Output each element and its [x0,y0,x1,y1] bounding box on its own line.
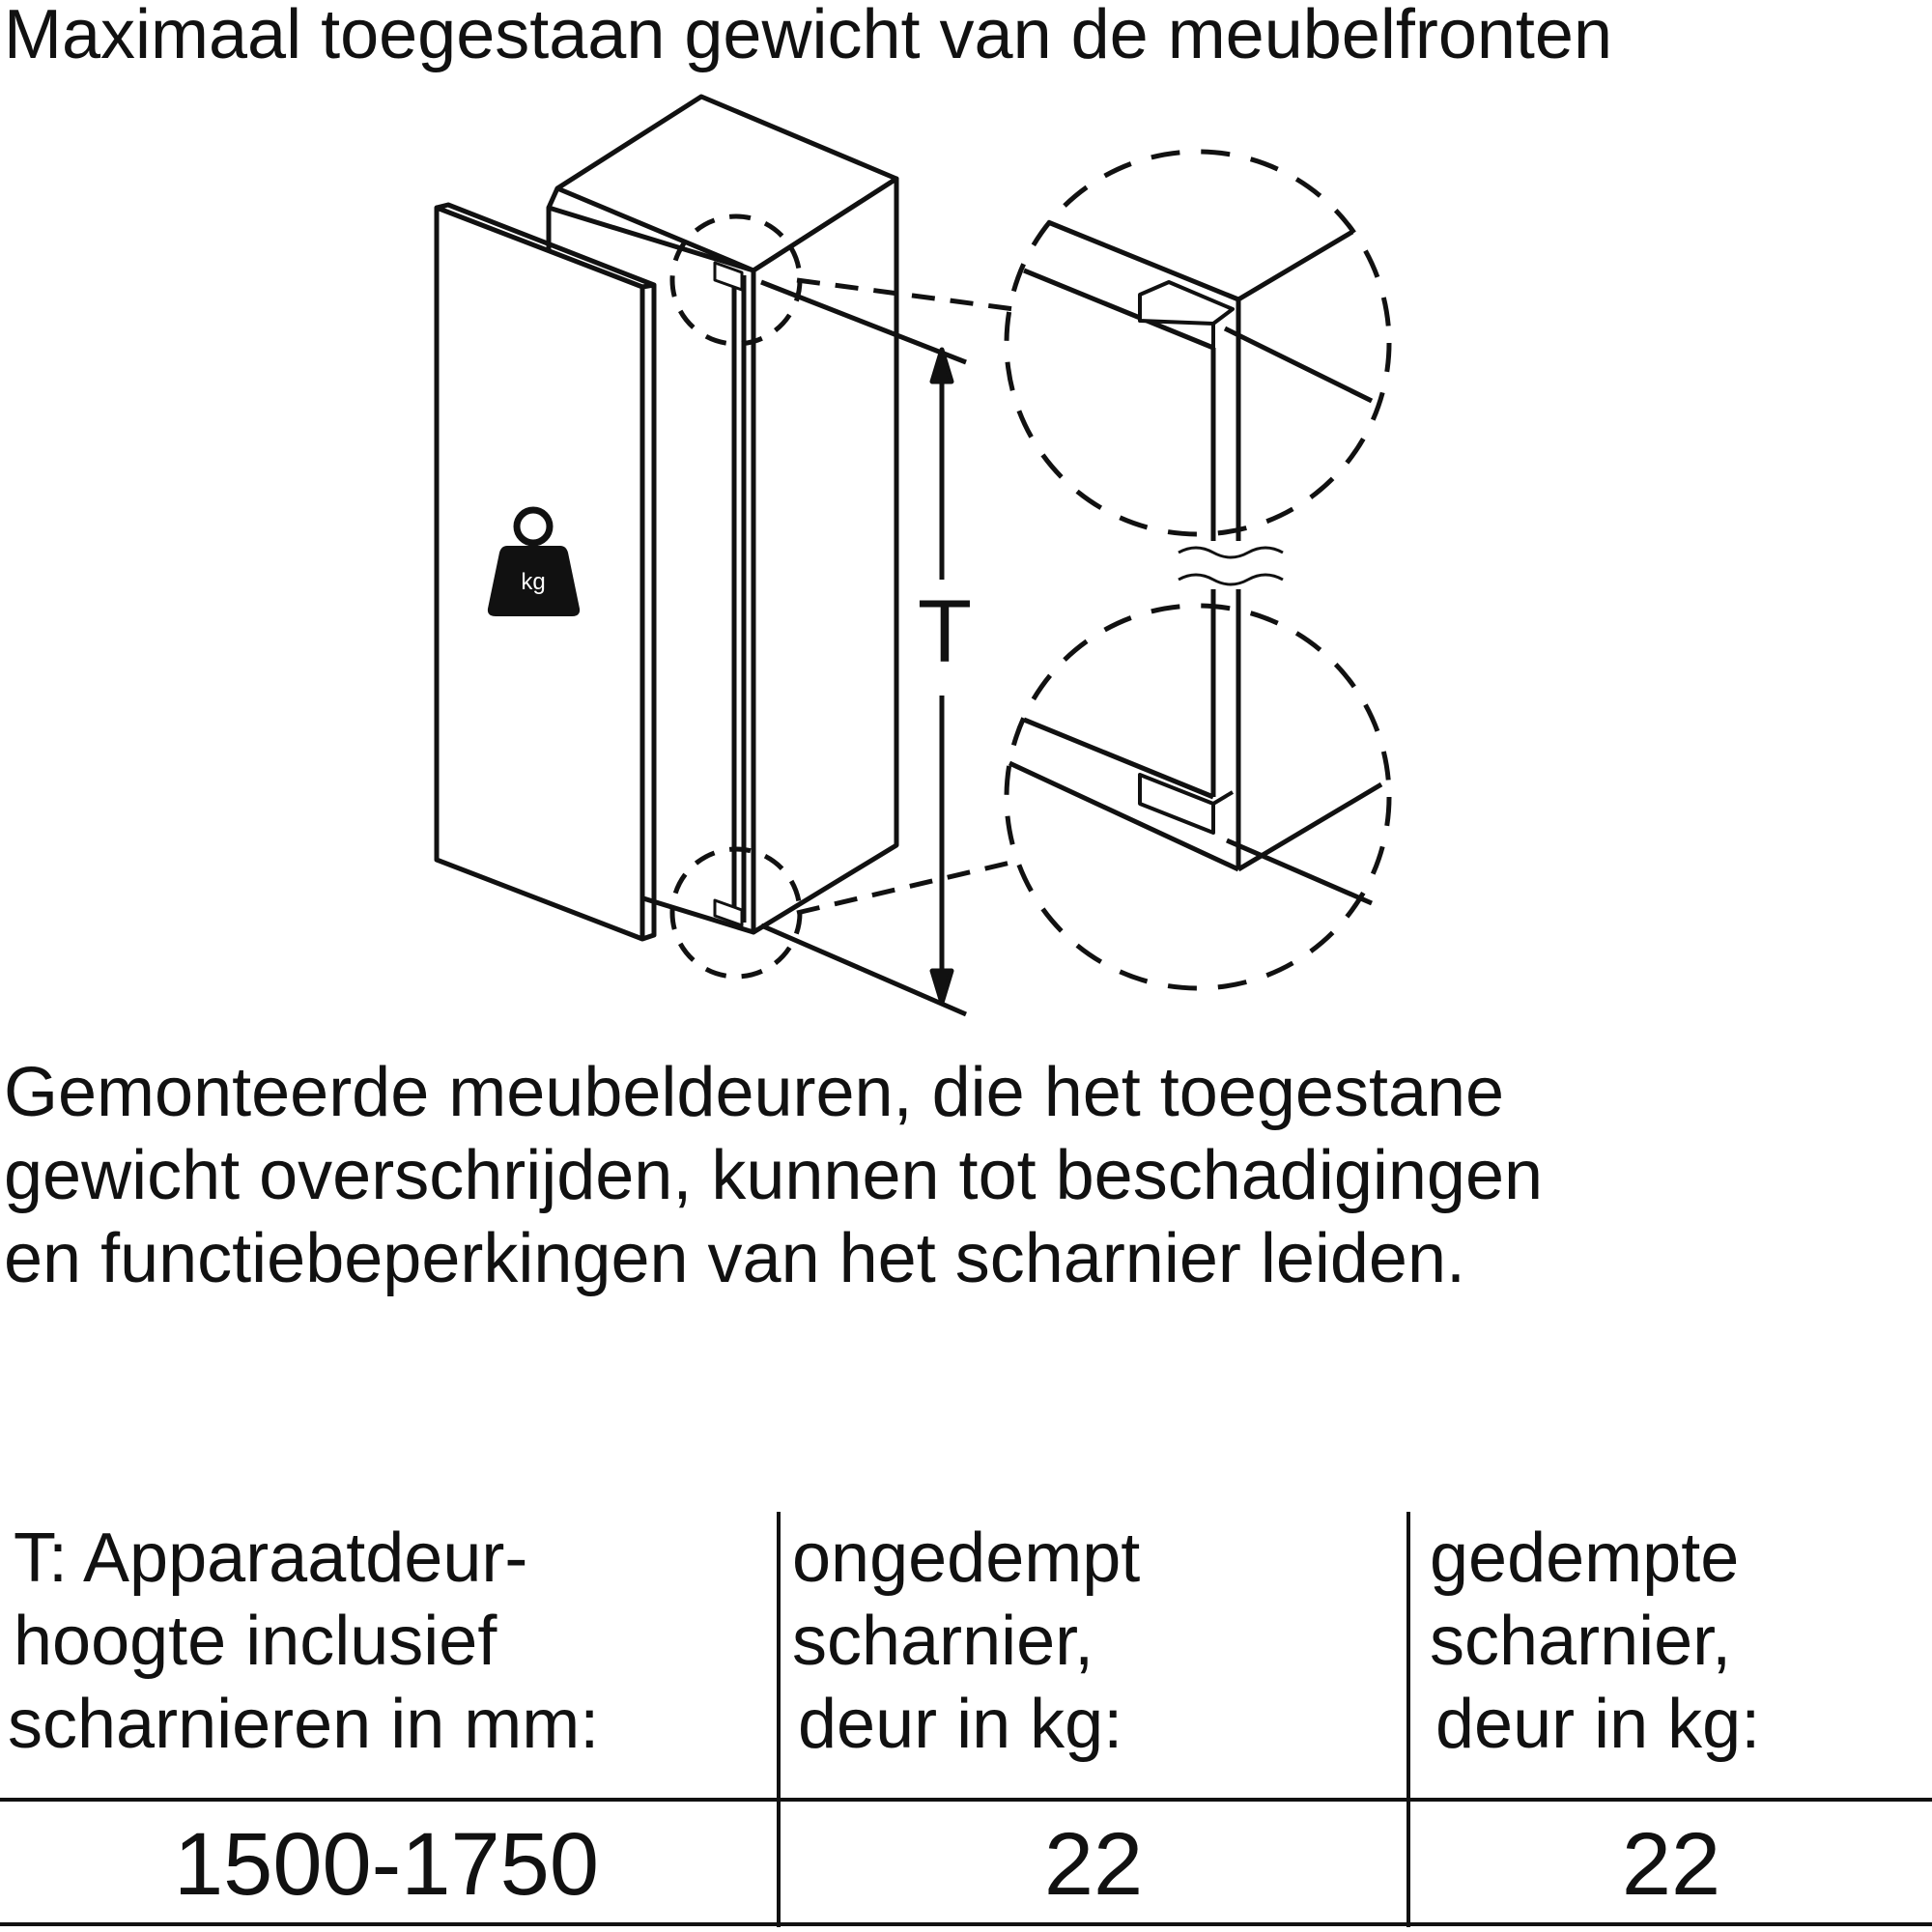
warning-line: en functiebeperkingen van het scharnier … [4,1220,1466,1297]
dimension-label: T [918,582,972,681]
header-cell-damped: gedempte scharnier, deur in kg: [1430,1517,1760,1766]
header-divider [0,1798,1932,1802]
break-symbol [1178,546,1284,586]
page-title: Maximaal toegestaan gewicht van de meube… [4,0,1612,73]
header-cell-undamped: ongedempt scharnier, deur in kg: [792,1517,1140,1766]
header-line: hoogte inclusief [14,1603,497,1680]
hinge-diagram: kg T [434,94,1392,1017]
header-line: scharnieren in mm: [8,1686,600,1763]
header-cell-height: T: Apparaatdeur- hoogte inclusief scharn… [8,1517,599,1766]
header-line: gedempte [1430,1520,1740,1597]
bottom-detail [1008,589,1383,906]
column-divider [777,1512,781,1927]
dimension-t [760,279,967,1017]
header-line: scharnier, [792,1603,1094,1680]
weight-icon-label: kg [521,569,545,595]
header-line: deur in kg: [1435,1686,1761,1763]
warning-line: gewicht overschrijden, kunnen tot bescha… [4,1137,1544,1214]
top-detail [1023,219,1374,541]
header-line: scharnier, [1430,1603,1732,1680]
column-divider [1406,1512,1410,1927]
header-line: T: Apparaatdeur- [14,1520,528,1597]
header-line: deur in kg: [798,1686,1123,1763]
weight-icon: kg [487,506,581,616]
bottom-border [0,1922,1932,1926]
warning-text: Gemonteerde meubeldeuren, die het toeges… [4,1051,1543,1300]
bottom-detail-circle [1004,603,1392,991]
header-line: ongedempt [792,1520,1141,1597]
top-detail-circle [1004,149,1392,537]
table-cell-undamped-weight: 22 [1043,1815,1144,1914]
table-cell-damped-weight: 22 [1621,1815,1721,1914]
warning-line: Gemonteerde meubeldeuren, die het toeges… [4,1054,1505,1131]
table-cell-height-range: 1500-1750 [174,1815,599,1914]
